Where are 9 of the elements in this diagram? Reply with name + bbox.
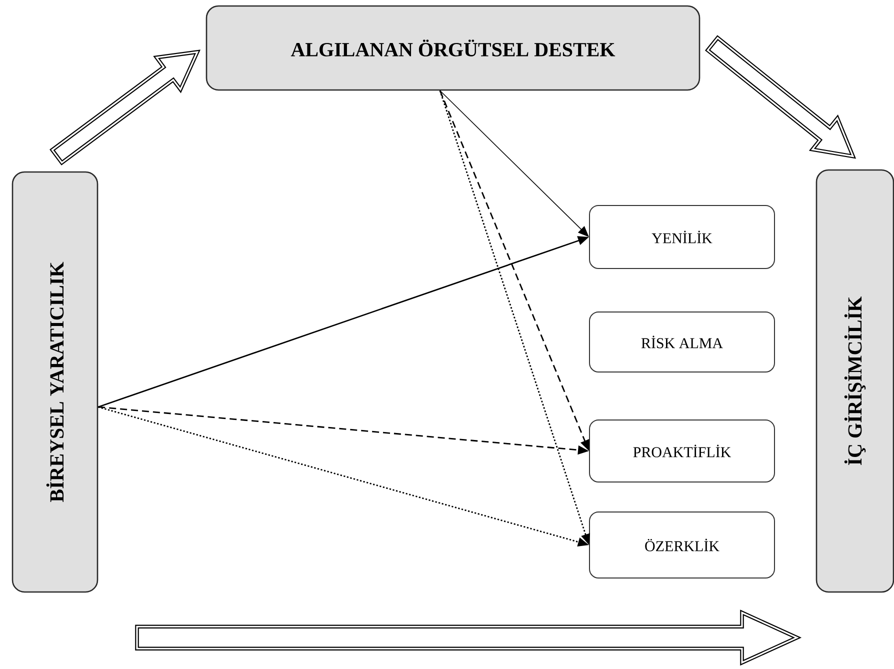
block-arrow bbox=[135, 610, 802, 666]
dimension-box: ÖZERKLİK bbox=[589, 511, 775, 578]
concept-box: ALGILANAN ÖRGÜTSEL DESTEK bbox=[206, 5, 700, 91]
concept-box: BİREYSEL YARATICILIK bbox=[12, 171, 98, 593]
concept-box: İÇ GİRİŞİMCİLİK bbox=[816, 169, 894, 593]
arrow bbox=[440, 90, 589, 237]
dimension-box: PROAKTİFLİK bbox=[589, 419, 775, 482]
dimension-box: RİSK ALMA bbox=[589, 311, 775, 372]
dimension-box: YENİLİK bbox=[589, 205, 775, 269]
